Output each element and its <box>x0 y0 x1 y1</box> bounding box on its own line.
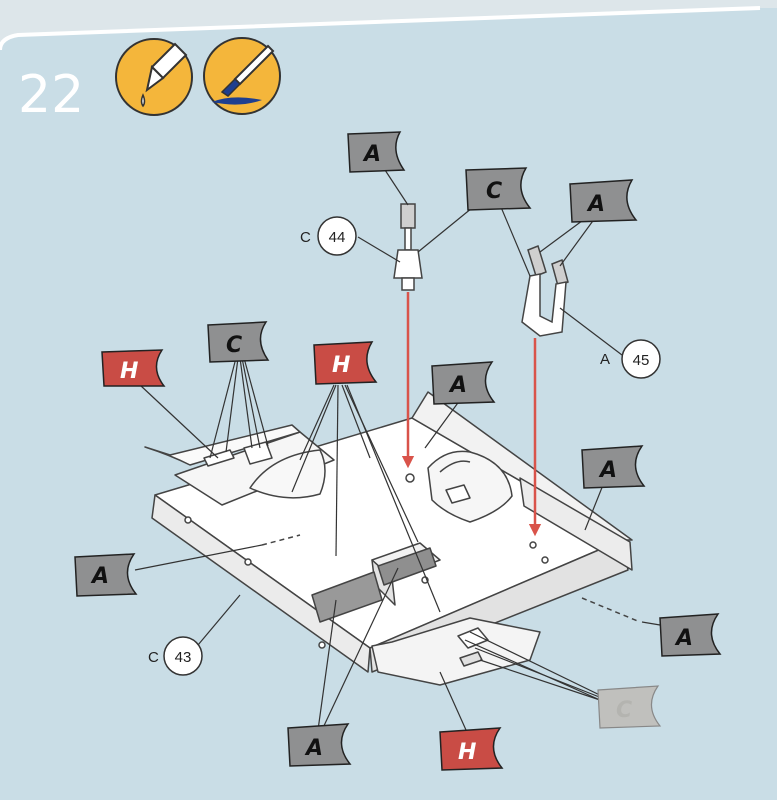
flag-a-left-mid: A <box>74 553 138 597</box>
flag-h-center: H <box>313 341 378 385</box>
flag-c-bottom-right-label: C <box>616 698 632 723</box>
callout-c43-number: 43 <box>175 649 192 666</box>
panel-border <box>0 6 761 51</box>
flag-a-right-mid: A <box>581 445 646 489</box>
assembly-arrows <box>401 292 542 537</box>
flag-a-right-top: A <box>569 179 638 223</box>
flag-a-right-low-label: A <box>674 626 693 651</box>
flag-h-center-label: H <box>332 353 350 378</box>
floor-tray-part <box>144 391 641 686</box>
instruction-panel <box>0 8 777 800</box>
flag-h-bottom: H <box>439 727 504 771</box>
glue-icon <box>115 38 193 116</box>
flag-c-bottom-right: C <box>597 685 662 729</box>
flag-h-left-label: H <box>120 359 138 384</box>
step-number: 22 <box>18 65 84 125</box>
callout-c44-prefix: C <box>300 229 311 246</box>
paint-brush-icon <box>203 37 281 115</box>
callout-a45-number: 45 <box>633 352 650 369</box>
flag-c-left-label: C <box>226 333 242 358</box>
callout-c44: C 44 <box>300 216 357 256</box>
callout-a45: A 45 <box>600 339 661 379</box>
callout-c44-number: 44 <box>329 229 346 246</box>
flag-a-bottom: A <box>287 723 352 767</box>
callout-c43-prefix: C <box>148 649 159 666</box>
leader-lines <box>134 169 661 731</box>
flag-h-left: H <box>101 349 166 387</box>
callout-c43: C 43 <box>148 636 203 676</box>
flag-a-bottom-label: A <box>304 736 323 761</box>
flag-a-top-label: A <box>362 142 381 167</box>
flag-a-left-mid-label: A <box>90 564 109 589</box>
flag-a-top: A <box>347 131 406 173</box>
flag-a-right-mid-label: A <box>598 458 617 483</box>
flag-a-right-top-label: A <box>586 192 605 217</box>
callout-a45-prefix: A <box>600 351 610 368</box>
flag-c-top-label: C <box>486 179 502 204</box>
flag-a-right-low: A <box>659 613 722 657</box>
flag-c-left: C <box>207 321 270 363</box>
flag-c-top: C <box>465 167 532 211</box>
flag-a-center: A <box>431 361 496 405</box>
flag-a-center-label: A <box>448 373 467 398</box>
part-a45-bracket <box>521 245 569 337</box>
flag-h-bottom-label: H <box>458 740 476 765</box>
